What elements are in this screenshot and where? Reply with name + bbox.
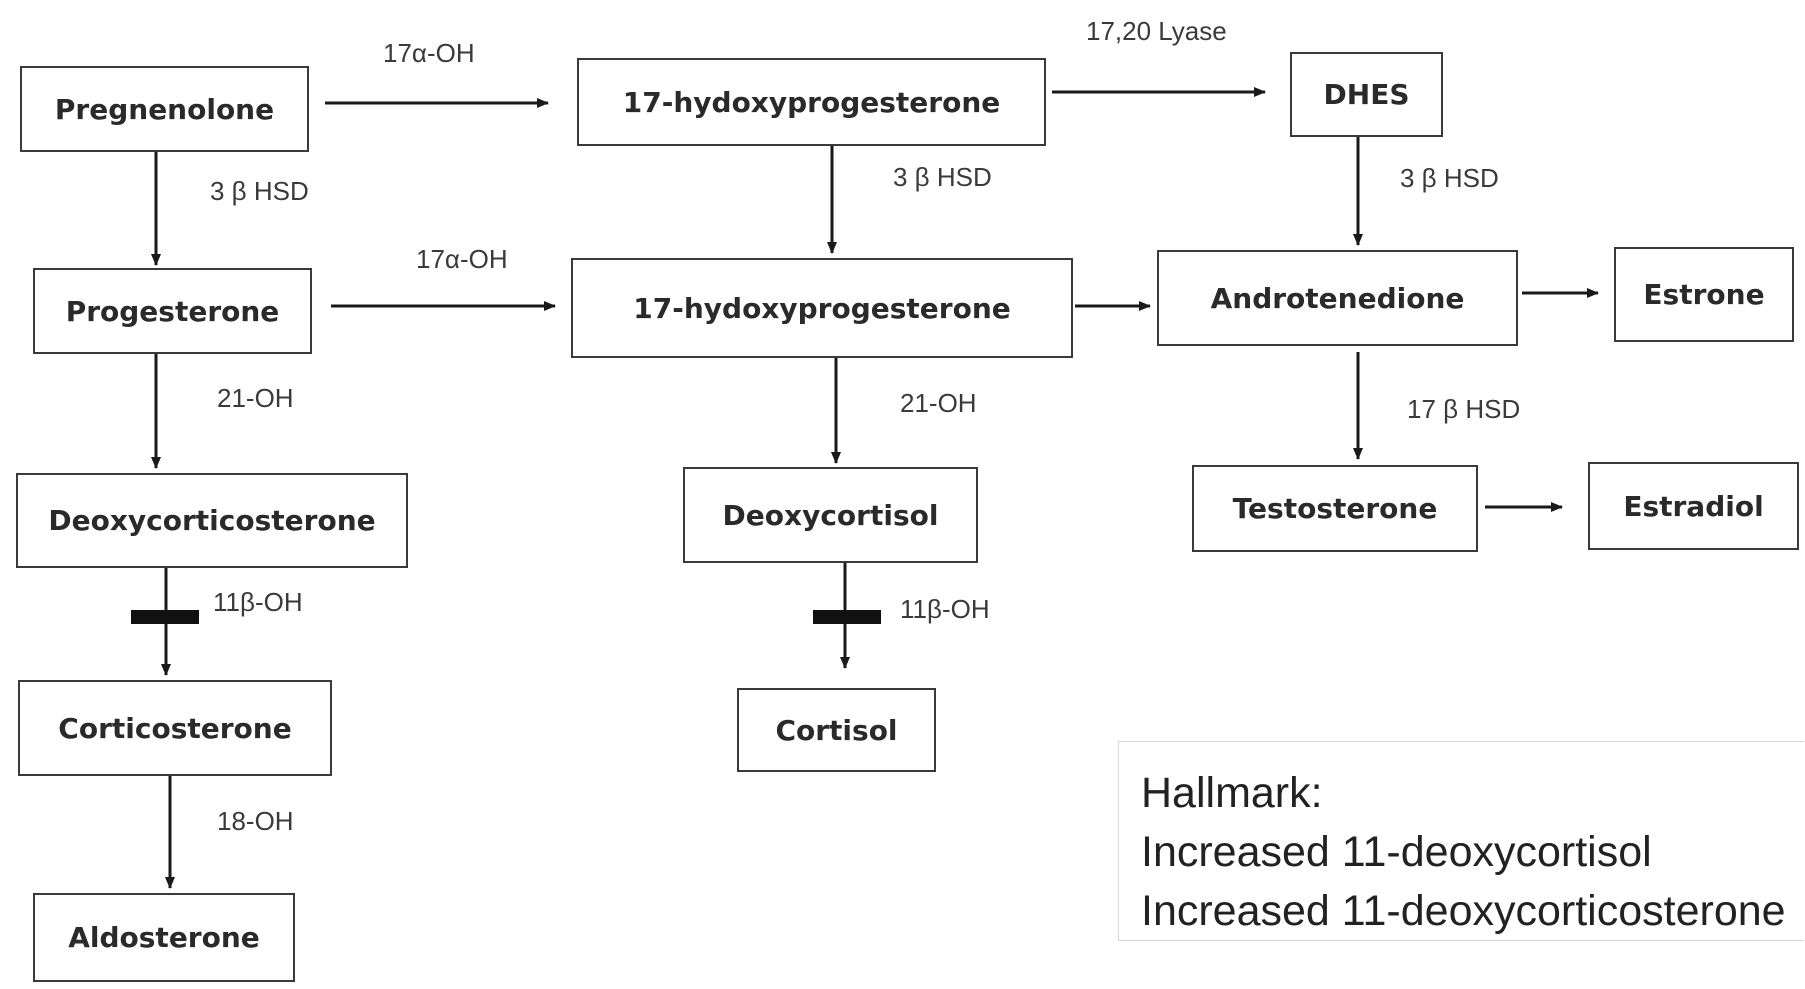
hallmark-box: Hallmark: Increased 11-deoxycortisol Inc… <box>1118 741 1804 941</box>
node-estrone: Estrone <box>1614 247 1794 342</box>
node-androtenedione: Androtenedione <box>1157 250 1518 346</box>
enzyme-label-17b-hsd: 17 β HSD <box>1407 394 1521 424</box>
node-pregnenolone: Pregnenolone <box>20 66 309 152</box>
hallmark-line-deoxycorticosterone: Increased 11-deoxycorticosterone <box>1141 887 1786 935</box>
node-estradiol: Estradiol <box>1588 462 1799 550</box>
enzyme-label-3b-hsd-mid: 3 β HSD <box>893 162 992 192</box>
node-deoxycorticosterone: Deoxycorticosterone <box>16 473 408 568</box>
node-testosterone: Testosterone <box>1192 465 1478 552</box>
enzyme-label-11b-oh-left: 11β-OH <box>213 587 303 617</box>
node-dhes: DHES <box>1290 52 1443 137</box>
enzyme-label-11b-oh-mid: 11β-OH <box>900 594 990 624</box>
node-17-hydroxyprogesterone-top: 17-hydoxyprogesterone <box>577 58 1046 146</box>
hallmark-heading: Hallmark: <box>1141 769 1323 817</box>
node-deoxycortisol: Deoxycortisol <box>683 467 978 563</box>
enzyme-label-17a-oh-top: 17α-OH <box>383 38 475 68</box>
hallmark-line-deoxycortisol: Increased 11-deoxycortisol <box>1141 828 1652 876</box>
block-bar-11b-oh-deoxycortisol <box>813 610 881 624</box>
enzyme-label-18-oh: 18-OH <box>217 806 294 836</box>
enzyme-label-3b-hsd-right: 3 β HSD <box>1400 163 1499 193</box>
node-corticosterone: Corticosterone <box>18 680 332 776</box>
block-bar-11b-oh-deoxycorticosterone <box>131 610 199 624</box>
node-progesterone: Progesterone <box>33 268 312 354</box>
enzyme-label-3b-hsd-left: 3 β HSD <box>210 176 309 206</box>
enzyme-label-17-20-lyase: 17,20 Lyase <box>1086 16 1227 46</box>
node-cortisol: Cortisol <box>737 688 936 772</box>
enzyme-label-17a-oh-mid: 17α-OH <box>416 244 508 274</box>
node-aldosterone: Aldosterone <box>33 893 295 982</box>
enzyme-label-21-oh-left: 21-OH <box>217 383 294 413</box>
enzyme-label-21-oh-mid: 21-OH <box>900 388 977 418</box>
node-17-hydroxyprogesterone-mid: 17-hydoxyprogesterone <box>571 258 1073 358</box>
